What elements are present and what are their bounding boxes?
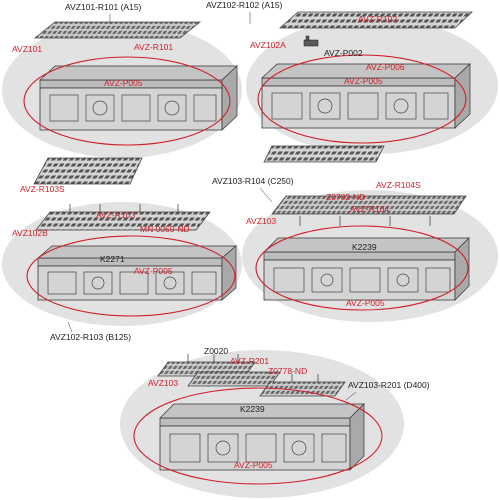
channel-label: AVZ102B xyxy=(12,228,48,238)
set-title: AVZ102-R103 (B125) xyxy=(50,332,131,342)
grate-image xyxy=(187,371,281,387)
spare-grate-r103s: AVZ-R103S xyxy=(20,157,143,194)
grate-image xyxy=(35,211,211,231)
channel-image xyxy=(39,65,238,131)
channel-label: AVZ102A xyxy=(250,40,286,50)
highlight-ring xyxy=(26,235,236,317)
channel-image xyxy=(261,63,471,129)
channel-image xyxy=(159,403,365,471)
grate-label: AVZ-R104S xyxy=(376,180,421,190)
leader-line xyxy=(259,187,273,203)
highlight-ring xyxy=(255,225,469,311)
set-avz102a: AVZ102-R102 (A15) AVZ-R102 AVZ102A AVZ-P… xyxy=(206,0,498,154)
fastener-label: K2239 xyxy=(240,404,265,414)
set-title: AVZ103-R104 (C250) xyxy=(212,176,294,186)
screw-image xyxy=(299,216,431,226)
part-label: AVZ-P006 xyxy=(366,62,405,72)
clip-label: AVZ-P005 xyxy=(134,266,173,276)
grate-image xyxy=(271,195,467,215)
leader-line xyxy=(345,391,357,401)
grate-label: AVZ-R201 xyxy=(230,356,269,366)
channel-image xyxy=(263,237,470,301)
screw-label: Z0778-ND xyxy=(268,366,307,376)
grate-label: AVZ-R104 xyxy=(350,204,389,214)
grate-label: AVZ-R103 xyxy=(96,210,135,220)
fastener-label: K2271 xyxy=(100,254,125,264)
screw-label: Z0782-ND xyxy=(326,192,365,202)
grate-image xyxy=(259,381,346,397)
grate-image xyxy=(278,11,474,29)
screw-label: Z0020 xyxy=(204,346,228,356)
grate-label: AVZ-R102 xyxy=(358,14,397,24)
set-avz103-r201: Z0020 AVZ-R201 Z0778-ND AVZ103 AVZ103-R2… xyxy=(120,346,430,498)
clip-label: AVZ-P005 xyxy=(346,298,385,308)
set-avz103-r104: AVZ103-R104 (C250) Z0782-ND AVZ-R104 AVZ… xyxy=(212,176,498,322)
grate-image xyxy=(33,21,202,39)
grate-image xyxy=(33,157,143,185)
part-label: AVZ-P002 xyxy=(324,48,363,58)
set-avz102b: AVZ-R103 MN 0050-ND AVZ102B K2271 AVZ-P0… xyxy=(2,202,242,342)
channel-label: AVZ103 xyxy=(246,216,276,226)
set-title: AVZ101-R101 (A15) xyxy=(65,2,142,12)
grate-image xyxy=(263,145,385,163)
screw-image xyxy=(69,204,179,212)
clip-label: AVZ-P005 xyxy=(344,76,383,86)
highlight-ring xyxy=(133,387,383,485)
screw-image xyxy=(187,354,319,382)
leader-line xyxy=(67,321,73,333)
channel-image xyxy=(37,245,237,301)
screw-label: MN 0050-ND xyxy=(140,224,190,234)
clip-label: AVZ-P005 xyxy=(104,78,143,88)
set-avz101: AVZ101-R101 (A15) AVZ101 AVZ-R101 AVZ-P0… xyxy=(2,2,242,158)
set-title: AVZ103-R201 (D400) xyxy=(348,380,430,390)
grate-label: AVZ-R101 xyxy=(134,42,173,52)
channel-label: AVZ103 xyxy=(148,378,178,388)
clip-label: AVZ-P005 xyxy=(234,460,273,470)
spare-grate-r104s: AVZ-R104S xyxy=(263,145,421,190)
highlight-ring xyxy=(257,54,467,144)
channel-label: AVZ101 xyxy=(12,44,42,54)
fastener-label: K2239 xyxy=(352,242,377,252)
highlight-ring xyxy=(23,56,231,146)
grate-label: AVZ-R103S xyxy=(20,184,65,194)
set-title: AVZ102-R102 (A15) xyxy=(206,0,283,10)
